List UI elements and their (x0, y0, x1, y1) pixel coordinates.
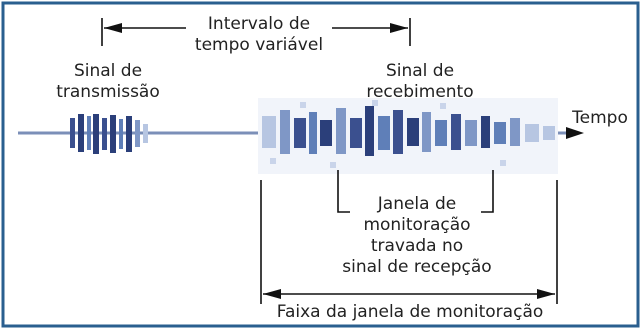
transmit-signal-line-1: Sinal de (73, 61, 143, 81)
monitor-window-line-2: monitoração (363, 215, 471, 235)
variable-interval-label: Intervalo de tempo variável (186, 14, 332, 56)
range-arrow-left (263, 289, 281, 299)
monitor-window-label: Janela de monitoração travada no sinal d… (322, 194, 512, 278)
time-axis-arrowhead (566, 127, 584, 139)
interval-arrow-left (104, 23, 122, 33)
transmit-signal-line-2: transmissão (56, 82, 160, 102)
monitor-window-line-4: sinal de recepção (342, 257, 492, 277)
transmit-signal-burst (70, 114, 148, 154)
receive-signal-line-2: recebimento (366, 82, 474, 102)
interval-arrow-right (390, 23, 408, 33)
monitor-window-line-3: travada no (370, 236, 464, 256)
transmit-signal-label: Sinal de transmissão (48, 61, 168, 103)
monitor-window-bracket (337, 170, 494, 213)
receive-signal-burst (258, 98, 558, 174)
receive-signal-label: Sinal de recebimento (360, 61, 480, 103)
receive-signal-line-1: Sinal de (385, 61, 455, 81)
monitor-window-line-1: Janela de (377, 194, 457, 214)
window-range-label: Faixa da janela de monitoração (276, 302, 544, 322)
window-range-bracket (260, 180, 558, 304)
range-arrow-right (537, 289, 555, 299)
time-axis-label: Tempo (572, 108, 628, 128)
variable-interval-line-2: tempo variável (194, 35, 324, 55)
variable-interval-line-1: Intervalo de (207, 14, 311, 34)
